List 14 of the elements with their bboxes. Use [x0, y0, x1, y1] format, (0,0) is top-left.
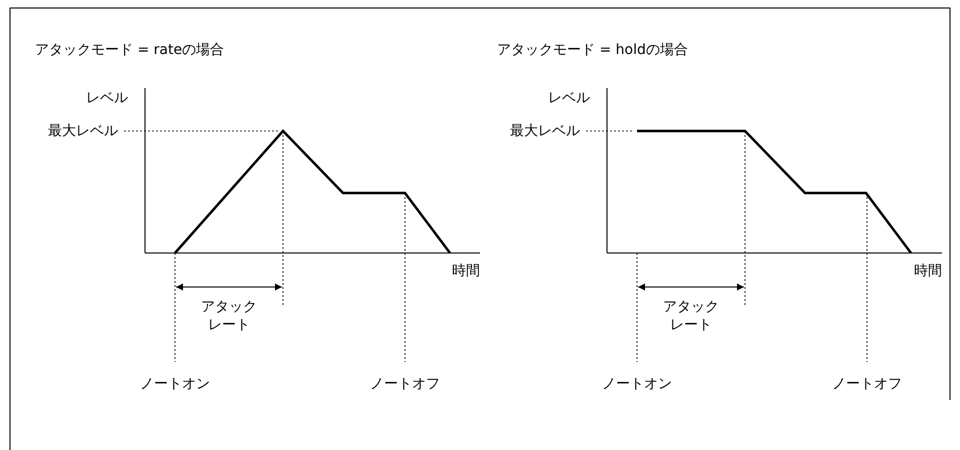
chart-title: アタックモード = rateの場合: [35, 41, 224, 59]
event-label: ノートオフ: [370, 375, 440, 393]
event-label: ノートオフ: [832, 375, 902, 393]
dimension-label: アタックレート: [200, 298, 258, 334]
dimension-label: アタックレート: [662, 298, 720, 334]
axis-label: 最大レベル: [510, 122, 580, 140]
event-label: ノートオン: [602, 375, 672, 393]
axis-label: レベル: [86, 89, 128, 107]
axis-label: 時間: [914, 262, 942, 280]
chart-title: アタックモード = holdの場合: [497, 41, 688, 59]
axis-label: レベル: [548, 89, 590, 107]
axis-label: 最大レベル: [48, 122, 118, 140]
axis-label: 時間: [452, 262, 480, 280]
event-label: ノートオン: [140, 375, 210, 393]
